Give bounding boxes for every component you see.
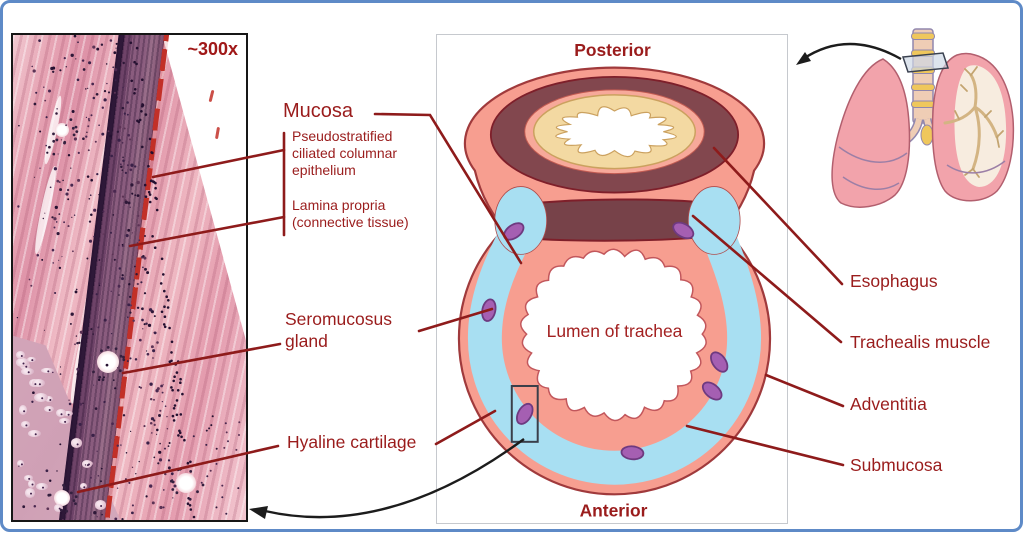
- bronchial-twigs: [954, 66, 1004, 178]
- lacuna-shape: [36, 483, 48, 490]
- gland-shape: [516, 402, 534, 425]
- lacuna-shape: [23, 475, 33, 481]
- gland-lumen-blob: [55, 123, 69, 137]
- label-seromucosus-gland: Seromucosus gland: [285, 309, 392, 351]
- locator-arrowhead: [796, 52, 811, 65]
- gland-ring-specks: [13, 35, 15, 37]
- lacuna-shape: [28, 429, 42, 437]
- left-lung-fissure: [946, 160, 1006, 174]
- lacuna-shape: [62, 411, 73, 417]
- lacuna-shape: [15, 358, 30, 367]
- posterior-label: Posterior: [574, 40, 651, 60]
- cartilage-end-right: [687, 186, 741, 255]
- lacuna-shape: [19, 405, 28, 416]
- label-epithelium: Pseudostratified ciliated columnar epith…: [292, 128, 398, 178]
- lacuna-shape: [58, 418, 70, 424]
- cartilage-end-left: [494, 186, 548, 255]
- lacuna-shape: [43, 405, 54, 413]
- zoom-region-marker: [510, 384, 539, 443]
- anterior-label: Anterior: [580, 501, 648, 521]
- gland-lumen-blob: [54, 490, 70, 506]
- label-lamina-propria: Lamina propria (connective tissue): [292, 197, 409, 230]
- micrograph-panel: ~300x: [11, 33, 248, 522]
- right-lung-fissures: [838, 146, 908, 190]
- gland-shape: [701, 381, 723, 401]
- lungs-illustration: [831, 28, 1015, 208]
- right-lung-shape: [831, 58, 911, 208]
- gland-lumen-blob: [97, 351, 119, 373]
- lacuna-shape: [16, 350, 26, 360]
- micrograph-image: [13, 35, 246, 520]
- trachea-tube: [912, 28, 934, 124]
- lacuna-shape: [54, 503, 64, 512]
- esophagus-lumen-shape: [555, 106, 677, 158]
- lacuna-shape: [71, 438, 83, 449]
- lacuna-shape: [34, 392, 49, 402]
- gland-shape: [710, 351, 729, 373]
- label-mucosa: Mucosa: [283, 100, 354, 122]
- gland-lumen-blob: [176, 473, 196, 493]
- section-plane: [901, 52, 950, 73]
- lacuna-shape: [17, 459, 25, 468]
- lacuna-shape: [81, 460, 92, 468]
- label-submucosa: Submucosa: [850, 455, 943, 475]
- lacuna-shape: [24, 487, 36, 498]
- label-trachealis-muscle: Trachealis muscle: [850, 332, 991, 352]
- trachea-lumen-shape: [520, 248, 707, 422]
- lacuna-shape: [55, 409, 66, 418]
- lacuna-shape: [26, 356, 36, 362]
- lacuna-shape: [20, 421, 31, 428]
- label-esophagus: Esophagus: [850, 271, 938, 291]
- label-adventitia: Adventitia: [850, 394, 927, 414]
- trachea-cross-section-drawing: Posterior Anterior Lumen of trachea: [457, 40, 772, 521]
- gland-shape: [620, 445, 645, 461]
- cross-section-panel: Posterior Anterior Lumen of trachea: [436, 34, 788, 524]
- lacuna-shape: [28, 479, 36, 488]
- lacuna-shape: [40, 367, 55, 374]
- lacuna-shape: [32, 379, 46, 388]
- lumen-label: Lumen of trachea: [547, 321, 683, 341]
- bronchial-tree: [943, 73, 999, 171]
- zoom-arrowhead: [249, 506, 268, 519]
- label-hyaline-cartilage: Hyaline cartilage: [287, 432, 417, 452]
- magnification-label: ~300x: [187, 39, 238, 59]
- lacuna-shape: [45, 396, 54, 402]
- lacuna-shape: [94, 500, 106, 510]
- lacuna-shape: [21, 367, 34, 375]
